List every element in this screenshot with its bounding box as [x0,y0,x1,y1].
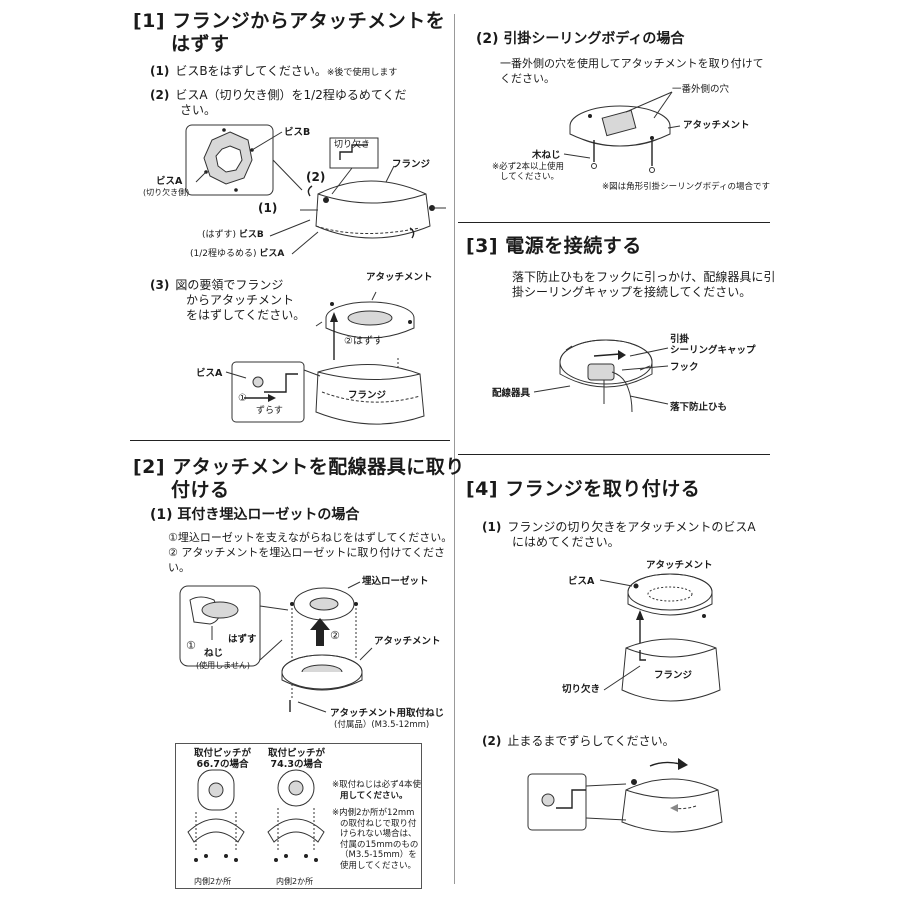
fig2-zurasu-num: ① [238,393,247,404]
kirikaki-box [329,137,379,169]
s3-cap: 引掛 シーリングキャップ [670,334,756,356]
section-divider-left [130,440,450,441]
pitch-inner1: 内側2か所 [194,877,232,886]
s3-text: 落下防止ひもをフックに引っかけ、配線器具に引 掛シーリングキャップを接続してくだ… [512,270,776,299]
s4-fig-attachment: アタッチメント [646,560,713,571]
fig2-bisa: ビスA [196,368,223,379]
pitch-inner2: 内側2か所 [276,877,314,886]
s1-step2: (2)ビスA（切り欠き側）を1/2程ゆるめてくだ さい。 [150,88,407,117]
s4-fig-kirikaki: 切り欠き [562,684,601,695]
fig2-flange: フランジ [348,390,387,401]
s2-fig-circ1: ① [186,639,196,652]
fig1-bisb: ビスB [284,127,311,138]
fig1-kirikaki: 切り欠き [334,140,371,150]
section3-title: [3] 電源を接続する [466,235,642,257]
s1-step1: (1)ビスBをはずしてください。※後で使用します [150,64,398,78]
s1-step3: (3)図の要領でフランジ からアタッチメント をはずしてください。 [150,278,306,322]
s1b-note: ※必ず2本以上使用 してください。 [492,162,565,182]
s2-fig-attachment: アタッチメント [374,636,441,647]
fig1-yurumeru: (1/2程ゆるめる) ビスA [190,249,285,259]
pitch-note-a: ※取付ねじは必ず4本使 用してください。 [332,780,422,801]
s1b-note-right: ※図は角形引掛シーリングボディの場合です [602,182,771,192]
s2-fig-neji-sub: (使用しません) [196,661,251,670]
s4-fig-flange: フランジ [654,670,693,681]
pitch-note-b: ※内側2か所が12mm の取付ねじで取り付 けられない場合は、 付属の15mmの… [332,808,419,871]
s3-fixture: 配線器具 [492,388,531,399]
pitch-box [175,743,422,889]
s1b-attachment: アタッチメント [683,120,750,131]
fig1-mark1: (1) [258,201,278,215]
s2-fig-umekomi: 埋込ローゼット [362,576,429,587]
flange-body [315,180,431,239]
s2-sub1: (1) 耳付き埋込ローゼットの場合 [150,507,360,523]
s1b-kineji: 木ねじ [532,150,561,161]
column-divider [454,14,455,884]
section-divider-right-2 [458,454,770,455]
s2-notes: ①埋込ローゼットを支えながらねじをはずしてください。 ② アタッチメントを埋込ロ… [168,531,453,574]
s4-step2: (2)止まるまでずらしてください。 [482,734,675,748]
s3-hook: フック [670,362,699,373]
section1-title: [1] フランジからアタッチメントを はずす [133,10,446,55]
s1b-text: 一番外側の穴を使用してアタッチメントを取り付けて ください。 [500,57,764,85]
s2-fig-hazusu: はずす [228,634,257,645]
fig2-attachment: アタッチメント [366,272,433,283]
fig1-bisa-sub: (切り欠き側) [143,188,190,197]
s1b-sub: (2) 引掛シーリングボディの場合 [476,31,685,47]
fig2-hazusu: ②はずす [344,336,383,347]
fig1-bisa: ビスA [156,176,183,187]
fig1-hazusu: (はずす) ビスB [202,230,264,240]
fig1-flange: フランジ [392,159,431,170]
s2-fig-screw-sub: (付属品）(M3.5-12mm) [334,720,430,730]
s2-fig-circ2: ② [330,629,340,642]
section2-title: [2] アタッチメントを配線器具に取り 付ける [133,456,465,501]
s3-string: 落下防止ひも [670,402,728,413]
s2-fig-neji: ねじ [204,648,224,659]
section-divider-right-1 [458,222,770,223]
fig2-zurasu: ずらす [256,406,283,416]
s2-fig-screw-label: アタッチメント用取付ねじ [330,708,445,719]
s1b-hole: 一番外側の穴 [672,84,730,95]
section4-title: [4] フランジを取り付ける [466,478,701,500]
fig1-mark2: (2) [306,170,326,184]
s4-step1: (1)フランジの切り欠きをアタッチメントのビスA にはめてください。 [482,520,756,549]
s4-fig-bisa: ビスA [568,576,595,587]
